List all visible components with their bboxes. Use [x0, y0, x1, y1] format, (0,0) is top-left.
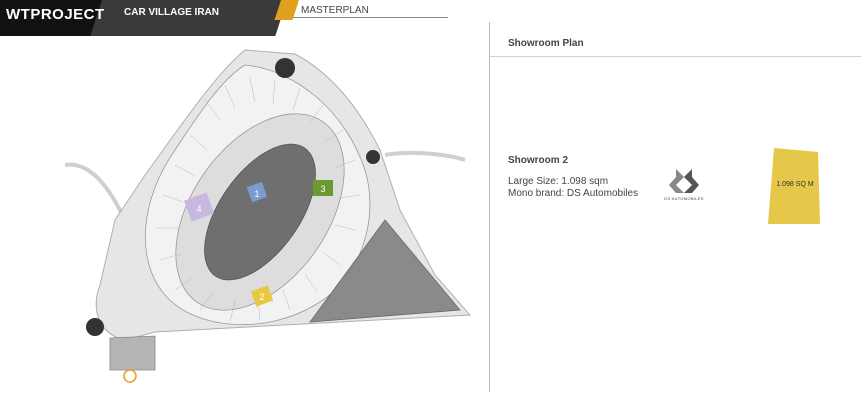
masterplan-map[interactable]: 4 1 3 2 [55, 40, 475, 390]
showroom-info: Large Size: 1.098 sqm Mono brand: DS Aut… [508, 176, 638, 200]
central-parking [204, 143, 316, 281]
marker-2-label: 2 [259, 292, 264, 302]
roundabout-bottom [123, 369, 137, 383]
bottom-plot [109, 335, 156, 371]
header-bar: WTPROJECT CAR VILLAGE IRAN MASTERPLAN [0, 0, 861, 36]
project-title: CAR VILLAGE IRAN [124, 7, 219, 18]
wtproject-logo: WTPROJECT [6, 6, 105, 23]
size-line: Large Size: 1.098 sqm [508, 176, 609, 187]
section-title: Showroom Plan [508, 38, 584, 49]
ds-automobiles-logo [669, 169, 699, 193]
brand-line: Mono brand: DS Automobiles [508, 188, 639, 199]
marker-3-green[interactable] [313, 180, 333, 196]
tab-masterplan[interactable]: MASTERPLAN [301, 5, 369, 16]
marker-2-yellow[interactable] [250, 285, 274, 307]
project-banner [90, 0, 288, 36]
plot-size-label: 1.098 SQ M [776, 181, 814, 188]
section-divider [490, 56, 861, 57]
showroom-plot-shape[interactable] [768, 144, 822, 228]
marker-3-label: 3 [320, 184, 325, 194]
grey-triangle-plot [309, 219, 461, 323]
roundabout-left [86, 318, 104, 336]
roundabout-top [275, 58, 295, 78]
marker-1-blue[interactable] [246, 181, 268, 203]
roundabout-right [366, 150, 380, 164]
tab-underline [293, 17, 448, 18]
road-curve-right [384, 150, 466, 162]
marker-4-lilac[interactable] [183, 192, 215, 222]
vertical-divider [489, 22, 490, 392]
road-curve-left [64, 162, 127, 221]
showroom-name: Showroom 2 [508, 155, 569, 166]
marker-1-label: 1 [254, 189, 259, 199]
marker-4-label: 4 [196, 204, 201, 214]
ds-logo-caption: DS AUTOMOBILES [664, 196, 704, 201]
